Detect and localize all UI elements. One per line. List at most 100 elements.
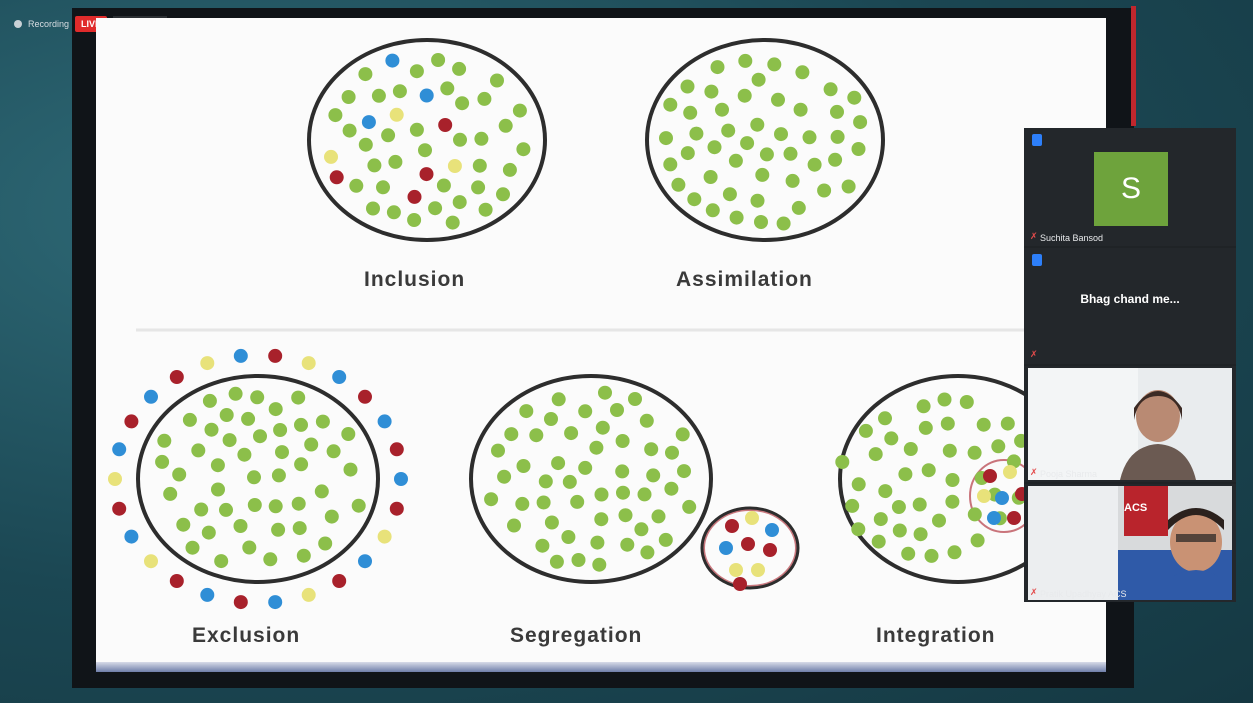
integration-label: Integration: [876, 624, 996, 647]
dot: [991, 439, 1006, 454]
dot: [707, 140, 722, 155]
dot: [763, 543, 777, 557]
dot: [498, 118, 513, 133]
dot: [497, 469, 512, 484]
dot: [918, 420, 933, 435]
dot: [200, 356, 215, 371]
assimilation-circle: [645, 38, 885, 242]
dot: [913, 527, 928, 542]
dot: [253, 429, 267, 444]
dot: [901, 546, 916, 561]
dot: [219, 408, 234, 422]
dot: [892, 523, 907, 538]
dot: [358, 137, 373, 152]
dot: [124, 529, 139, 544]
dot: [291, 496, 306, 511]
dot: [201, 525, 216, 540]
dot: [618, 508, 633, 523]
dot: [241, 411, 256, 426]
dot: [474, 131, 489, 146]
dot: [663, 97, 678, 112]
dot: [592, 557, 607, 572]
dot: [830, 129, 845, 144]
dot: [351, 498, 366, 513]
dot: [722, 187, 737, 202]
dot: [628, 392, 642, 406]
dot: [828, 152, 843, 167]
dot: [851, 522, 866, 537]
dot: [376, 180, 390, 195]
dot: [268, 595, 283, 610]
dot: [326, 444, 341, 459]
dot: [738, 53, 753, 68]
dot: [802, 130, 817, 145]
dot: [651, 509, 666, 524]
dot: [191, 443, 206, 458]
dot: [689, 126, 704, 141]
dot: [445, 215, 460, 230]
assimilation-label: Assimilation: [676, 268, 813, 291]
dot: [385, 53, 400, 68]
dot: [112, 501, 127, 516]
dot: [210, 458, 225, 473]
exclusion-label: Exclusion: [192, 624, 301, 647]
dot: [515, 496, 530, 511]
dot: [124, 414, 139, 429]
dot: [665, 445, 679, 460]
dot: [176, 517, 191, 532]
dot: [851, 477, 866, 492]
dot: [332, 574, 347, 588]
dot: [275, 445, 289, 460]
dot: [817, 183, 832, 198]
dot: [658, 532, 673, 547]
dot: [1007, 511, 1021, 525]
dot: [535, 538, 550, 553]
dot: [349, 178, 364, 193]
participant-tile[interactable]: S ✗ Suchita Bansod: [1024, 128, 1236, 246]
dot: [551, 392, 566, 407]
dot: [438, 118, 453, 132]
dot: [795, 65, 810, 80]
dot: [646, 468, 661, 483]
dot: [671, 177, 686, 192]
dot: [898, 467, 913, 482]
dot: [767, 57, 782, 72]
dot: [841, 179, 856, 194]
dot: [377, 529, 392, 544]
dot: [610, 403, 624, 417]
dot: [407, 213, 422, 227]
dot: [296, 548, 311, 563]
segregation-circle: [469, 374, 713, 584]
participant-tile[interactable]: ✗ Pooja Sharma: [1024, 366, 1236, 482]
pin-icon[interactable]: [1032, 134, 1042, 146]
dot: [271, 522, 286, 537]
inclusion-diagram: [307, 38, 547, 242]
dot: [536, 495, 551, 510]
dot: [194, 502, 209, 517]
dot: [361, 115, 376, 130]
dot: [639, 413, 654, 428]
dot: [502, 162, 517, 177]
participant-tile[interactable]: Bhag chand me... ✗: [1024, 248, 1236, 364]
dot: [471, 180, 486, 195]
dot: [453, 132, 467, 147]
dot: [578, 404, 593, 419]
participant-display-name: Bhag chand me...: [1080, 292, 1180, 306]
dot: [705, 203, 720, 218]
participant-tile[interactable]: ACS ✗ Pratik Upadhyay ACS: [1024, 484, 1236, 602]
dot: [640, 545, 655, 560]
dot: [436, 178, 451, 193]
dot: [663, 157, 678, 172]
dot: [157, 433, 172, 448]
pin-icon[interactable]: [1032, 254, 1042, 266]
dot: [715, 102, 729, 117]
dot: [851, 142, 866, 156]
dot: [452, 195, 467, 210]
dot: [683, 105, 698, 120]
dot: [937, 392, 952, 407]
dot: [341, 427, 356, 441]
dot: [924, 548, 939, 563]
dot: [318, 536, 333, 551]
dot: [185, 540, 200, 555]
dot: [496, 187, 510, 202]
